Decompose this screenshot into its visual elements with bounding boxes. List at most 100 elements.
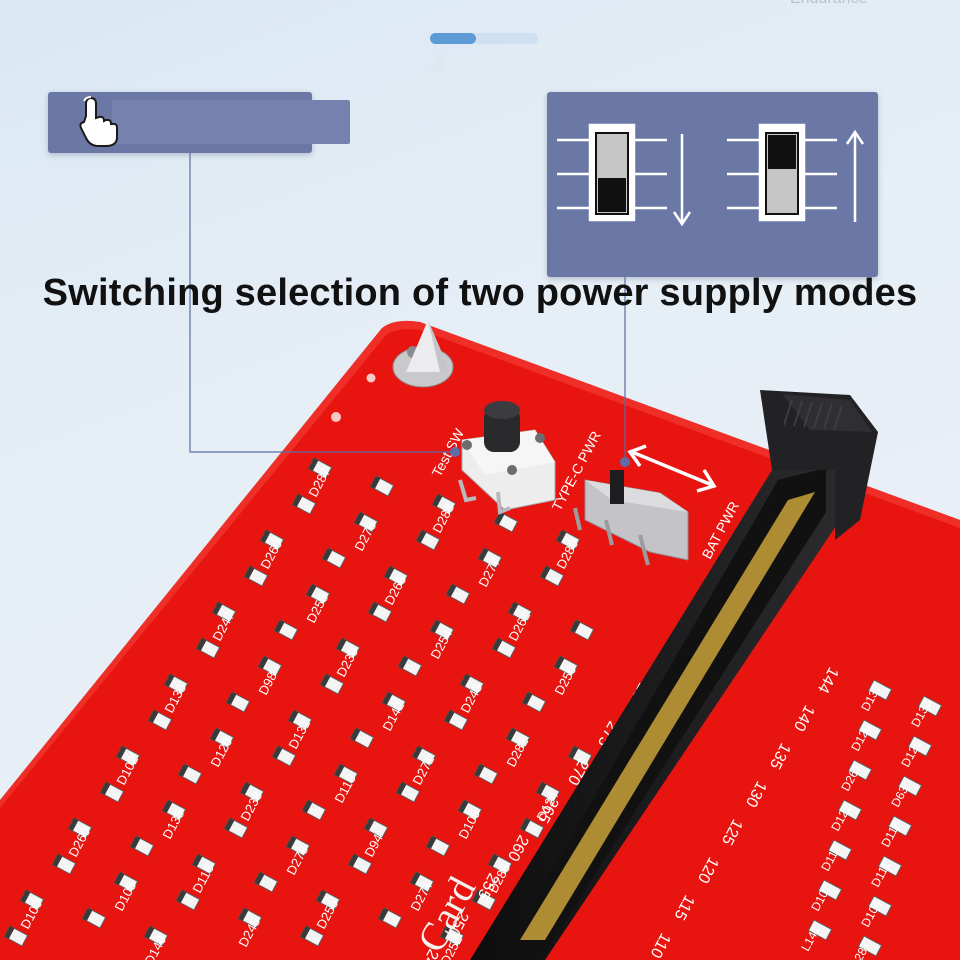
smd-led: [383, 565, 409, 587]
smd-led: [259, 529, 285, 551]
smd-led: [471, 889, 497, 911]
smd-led: [381, 691, 407, 713]
smd-led: [321, 547, 347, 569]
smd-led: [147, 709, 173, 731]
smd-led: [353, 511, 379, 533]
pcb-board: [0, 320, 960, 960]
smd-led: [367, 601, 393, 623]
smd-led: [81, 907, 107, 929]
switch-up-arrow-icon: [727, 123, 865, 222]
smd-led: [349, 727, 375, 749]
standoff-post: [392, 320, 454, 388]
smd-led: [305, 583, 331, 605]
smd-led: [273, 619, 299, 641]
smd-led: [291, 493, 317, 515]
smd-led: [877, 855, 903, 877]
leader-dot-switch: [620, 457, 630, 467]
smd-led: [521, 691, 547, 713]
card-slot-connector: [470, 390, 878, 960]
smd-led: [253, 871, 279, 893]
smd-led: [287, 709, 313, 731]
smd-led: [67, 817, 93, 839]
smd-led: [459, 673, 485, 695]
smd-led: [491, 637, 517, 659]
smd-led: [211, 601, 237, 623]
smd-led: [223, 817, 249, 839]
smd-led: [161, 799, 187, 821]
leader-lines: [189, 153, 626, 462]
smd-led: [443, 709, 469, 731]
smd-led: [257, 655, 283, 677]
smd-led: [425, 835, 451, 857]
smd-led: [505, 727, 531, 749]
smd-led: [243, 565, 269, 587]
smd-led: [51, 853, 77, 875]
smd-led: [415, 529, 441, 551]
smd-led: [817, 879, 843, 901]
smd-led: [175, 889, 201, 911]
smd-led: [191, 853, 217, 875]
smd-led: [535, 781, 561, 803]
smd-led: [867, 895, 893, 917]
smd-led: [369, 475, 395, 497]
smd-led: [299, 925, 325, 947]
smd-led: [907, 735, 933, 757]
smd-led: [917, 695, 943, 717]
smd-led: [319, 673, 345, 695]
smd-led: [347, 853, 373, 875]
smd-led: [195, 637, 221, 659]
smd-led: [507, 601, 533, 623]
headline: Switching selection of two power supply …: [42, 272, 918, 314]
smd-led: [377, 907, 403, 929]
smd-led: [847, 759, 873, 781]
smd-led: [19, 889, 45, 911]
smd-led: [333, 763, 359, 785]
leader-dot-button: [450, 447, 460, 457]
smd-led: [857, 719, 883, 741]
smd-led: [429, 619, 455, 641]
smd-led: [315, 889, 341, 911]
smd-led: [395, 781, 421, 803]
brand-word: Endurance: [790, 0, 867, 8]
smd-led: [431, 493, 457, 515]
smd-led: [363, 817, 389, 839]
smd-led: [3, 925, 29, 947]
smd-led: [897, 775, 923, 797]
smd-led: [163, 673, 189, 695]
smd-led: [857, 935, 883, 957]
smd-led: [209, 727, 235, 749]
pointing-hand-icon: [79, 96, 118, 147]
smd-led: [457, 799, 483, 821]
smd-led: [397, 655, 423, 677]
switch-down-arrow-icon: [557, 123, 692, 227]
smd-led: [519, 817, 545, 839]
smd-led: [439, 925, 465, 947]
smd-led: [887, 815, 913, 837]
smd-led: [335, 637, 361, 659]
smd-led: [115, 745, 141, 767]
smd-led: [555, 529, 581, 551]
smd-led: [225, 691, 251, 713]
smd-led: [271, 745, 297, 767]
smd-led: [177, 763, 203, 785]
smd-led: [99, 781, 125, 803]
smd-led: [487, 853, 513, 875]
smd-led: [807, 919, 833, 941]
smd-led: [285, 835, 311, 857]
smd-led: [409, 871, 435, 893]
button-callout-inner: [112, 100, 350, 144]
smd-led: [239, 781, 265, 803]
smd-led: [113, 871, 139, 893]
smd-led: [553, 655, 579, 677]
smd-led: [493, 511, 519, 533]
smd-led: [143, 925, 169, 947]
test-push-button[interactable]: [458, 401, 556, 515]
smd-led: [827, 839, 853, 861]
smd-led: [539, 565, 565, 587]
power-slide-switch[interactable]: [573, 470, 689, 566]
smd-led: [867, 679, 893, 701]
smd-led: [567, 745, 593, 767]
smd-led: [129, 835, 155, 857]
smd-led: [445, 583, 471, 605]
smd-led: [837, 799, 863, 821]
